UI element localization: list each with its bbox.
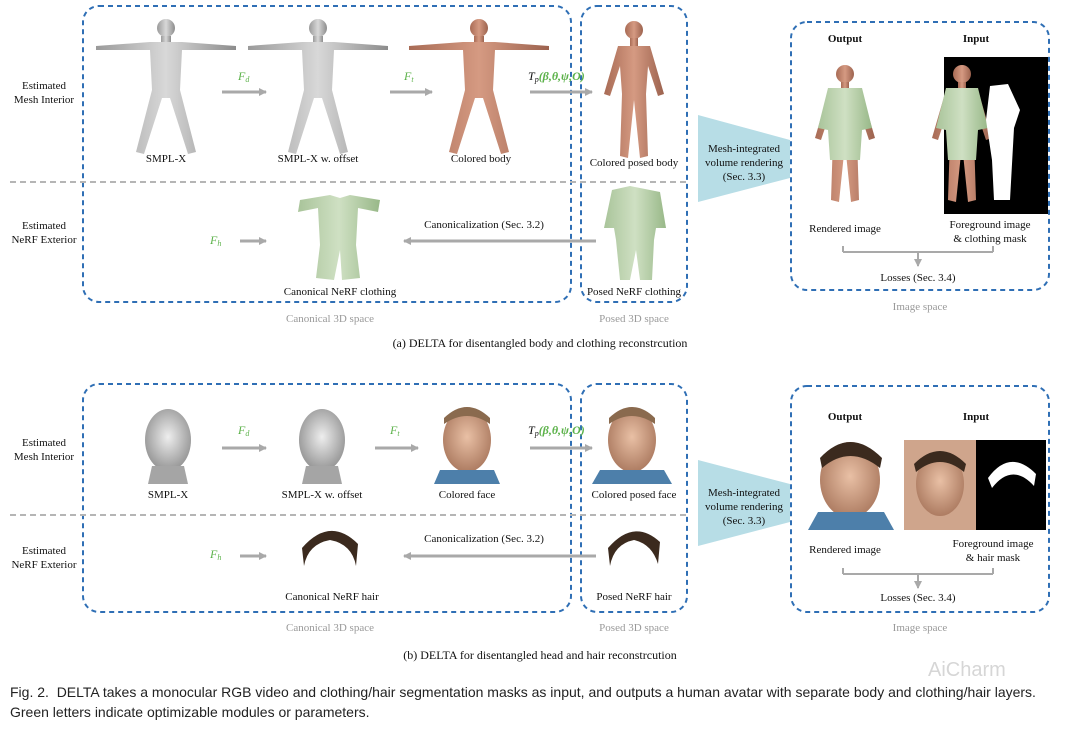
label-colored-body: Colored body (451, 153, 512, 165)
caption-label: Fig. 2. (10, 684, 49, 700)
label-losses-b: Losses (Sec. 3.4) (880, 592, 955, 604)
loss-bracket-a (842, 246, 994, 253)
colored-posed-face-figure (592, 407, 672, 484)
label-smplx-offset-a: SMPL-X w. offset (278, 153, 359, 165)
param-fh-a: Fh (209, 233, 221, 248)
label-canonicalization-b: Canonicalization (Sec. 3.2) (424, 533, 544, 545)
label-posed-nerf-clothing: Posed NeRF clothing (587, 286, 682, 298)
label-foreground-b-2: & hair mask (966, 552, 1021, 564)
param-fh-b: Fh (209, 547, 221, 562)
label-canonical-nerf-hair: Canonical NeRF hair (285, 591, 379, 603)
hair-mask-image (976, 440, 1046, 530)
panel-b: Estimated Mesh Interior Estimated NeRF E… (10, 383, 1050, 662)
param-fd-b: Fd (237, 423, 250, 438)
render-b-line2: volume rendering (705, 501, 783, 513)
label-foreground-a-2: & clothing mask (953, 233, 1027, 245)
loss-bracket-b (842, 568, 994, 575)
render-a-line1: Mesh-integrated (708, 143, 781, 155)
smplx-offset-head-figure (299, 409, 345, 484)
colored-face-figure (434, 407, 500, 484)
canonical-nerf-clothing-figure (298, 195, 380, 280)
canonical-space-box-a (82, 5, 572, 303)
smplx-body-figure (96, 19, 236, 154)
foreground-body-figure (932, 65, 992, 202)
posed-nerf-hair-figure (608, 531, 660, 566)
render-b-line3: (Sec. 3.3) (723, 515, 766, 527)
label-smplx-offset-b: SMPL-X w. offset (282, 489, 363, 501)
rendering-panel-b (698, 460, 790, 546)
rendering-panel-a (698, 115, 790, 202)
label-output-b: Output (828, 411, 863, 423)
image-space-box-b (790, 385, 1050, 613)
watermark-logo: AiCharm (928, 659, 1006, 681)
posed-space-box-a (580, 5, 688, 303)
label-smplx-b: SMPL-X (148, 489, 188, 501)
row-label-mesh-a-2: Mesh Interior (14, 94, 75, 106)
label-canonical-space-a: Canonical 3D space (286, 313, 374, 325)
rendered-face-image (808, 442, 894, 530)
colored-posed-body-figure (604, 21, 664, 158)
label-rendered-image-b: Rendered image (809, 544, 881, 556)
panel-a: Estimated Mesh Interior Estimated NeRF E… (10, 5, 1050, 350)
render-a-line2: volume rendering (705, 157, 783, 169)
label-image-space-b: Image space (893, 622, 948, 634)
canonical-nerf-hair-figure (302, 530, 358, 566)
label-canonical-nerf-clothing: Canonical NeRF clothing (284, 286, 397, 298)
label-losses-a: Losses (Sec. 3.4) (880, 272, 955, 284)
subcaption-a: (a) DELTA for disentangled body and clot… (393, 336, 688, 350)
row-label-mesh-b-1: Estimated (22, 437, 66, 449)
image-space-box-a (790, 21, 1050, 291)
row-label-nerf-a-2: NeRF Exterior (11, 234, 76, 246)
label-colored-posed-face: Colored posed face (592, 489, 677, 501)
clothing-mask-silhouette (986, 84, 1020, 200)
label-posed-space-b: Posed 3D space (599, 622, 669, 634)
row-label-mesh-a-1: Estimated (22, 80, 66, 92)
row-label-mesh-b-2: Mesh Interior (14, 451, 75, 463)
param-tp-a: Tp(β,θ,ψ,O) (528, 69, 585, 84)
param-ft-b: Ft (389, 423, 400, 438)
canonical-space-box-b (82, 383, 572, 613)
row-label-nerf-b-2: NeRF Exterior (11, 559, 76, 571)
render-a-line3: (Sec. 3.3) (723, 171, 766, 183)
subcaption-b: (b) DELTA for disentangled head and hair… (403, 648, 677, 662)
foreground-face-figure (916, 452, 964, 516)
param-tp-b: Tp(β,θ,ψ,O) (528, 423, 585, 438)
label-posed-nerf-hair: Posed NeRF hair (596, 591, 672, 603)
label-foreground-b-1: Foreground image (953, 538, 1034, 550)
label-colored-face: Colored face (439, 489, 496, 501)
param-fd-a: Fd (237, 69, 250, 84)
label-canonicalization-a: Canonicalization (Sec. 3.2) (424, 219, 544, 231)
smplx-offset-body-figure (248, 19, 388, 154)
rendered-body-image (815, 65, 875, 202)
figure-caption: Fig. 2. DELTA takes a monocular RGB vide… (10, 682, 1070, 722)
row-label-nerf-a-1: Estimated (22, 220, 66, 232)
posed-nerf-clothing-figure (604, 186, 666, 280)
label-smplx-a: SMPL-X (146, 153, 186, 165)
label-foreground-a-1: Foreground image (950, 219, 1031, 231)
label-posed-space-a: Posed 3D space (599, 313, 669, 325)
smplx-head-figure (145, 409, 191, 484)
hair-mask-silhouette (988, 461, 1036, 488)
colored-body-figure (409, 19, 549, 154)
label-input-a: Input (963, 33, 990, 45)
caption-text: DELTA takes a monocular RGB video and cl… (10, 684, 1036, 720)
row-label-nerf-b-1: Estimated (22, 545, 66, 557)
render-b-line1: Mesh-integrated (708, 487, 781, 499)
posed-space-box-b (580, 383, 688, 613)
foreground-face-hair (914, 451, 966, 472)
label-canonical-space-b: Canonical 3D space (286, 622, 374, 634)
label-colored-posed-body: Colored posed body (590, 157, 679, 169)
label-output-a: Output (828, 33, 863, 45)
label-image-space-a: Image space (893, 301, 948, 313)
label-input-b: Input (963, 411, 990, 423)
param-ft-a: Ft (403, 69, 414, 84)
label-rendered-image-a: Rendered image (809, 223, 881, 235)
